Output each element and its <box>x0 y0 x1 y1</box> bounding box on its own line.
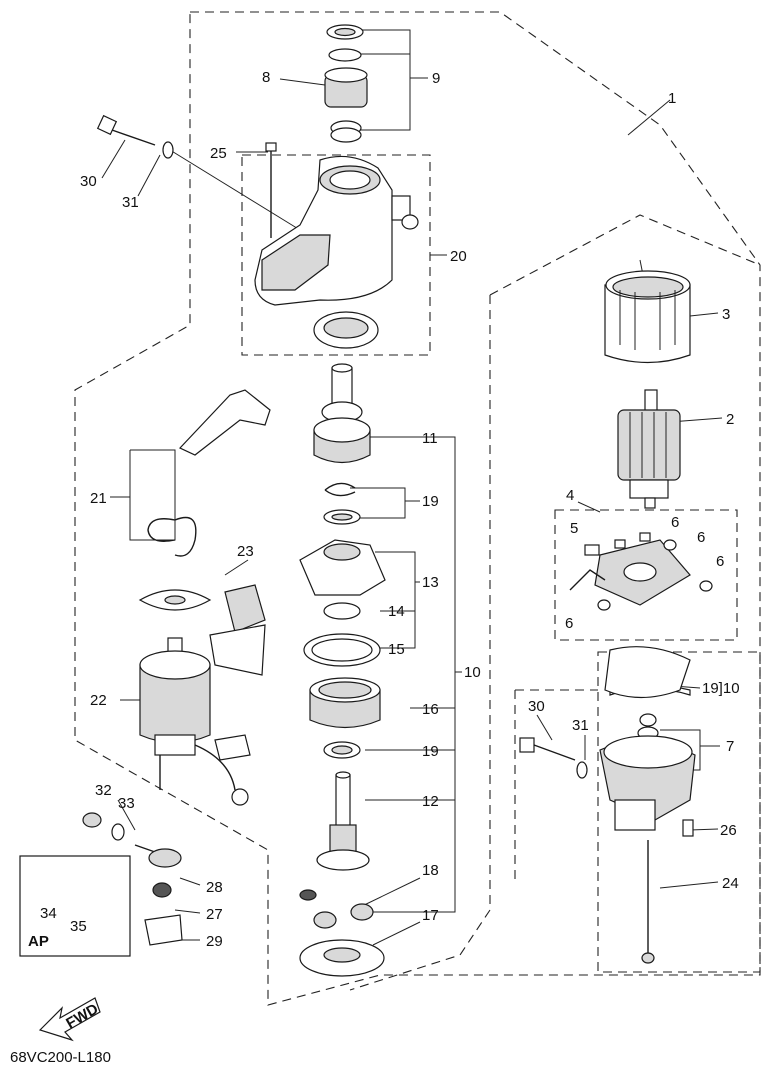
label-27: 27 <box>206 906 223 923</box>
label-4: 4 <box>566 487 574 504</box>
label-17: 17 <box>422 907 439 924</box>
ap-box <box>19 855 131 957</box>
label-34: 34 <box>40 905 57 922</box>
label-31b: 31 <box>572 717 589 734</box>
long-bolt <box>265 142 277 238</box>
label-19b: 19 <box>422 743 439 760</box>
label-25: 25 <box>210 145 227 162</box>
label-6a: 6 <box>671 514 679 531</box>
label-15: 15 <box>388 641 405 658</box>
label-11: 11 <box>422 430 438 447</box>
planetary-gears <box>299 889 374 929</box>
leader-lines <box>101 78 671 946</box>
label-29: 29 <box>206 933 223 950</box>
label-2: 2 <box>726 411 734 428</box>
label-5: 5 <box>570 520 578 537</box>
label-6b: 6 <box>697 529 705 546</box>
yoke-housing <box>604 270 691 364</box>
through-bolt-top <box>96 114 174 159</box>
label-31a: 31 <box>122 194 139 211</box>
label-16: 16 <box>422 701 439 718</box>
label-26: 26 <box>720 822 737 839</box>
label-35: 35 <box>70 918 87 935</box>
label-7: 7 <box>726 738 734 755</box>
lever-spring <box>147 389 271 557</box>
label-19a: 19 <box>422 493 439 510</box>
drive-housing <box>254 155 419 349</box>
armature <box>617 389 681 509</box>
label-14: 14 <box>388 603 405 620</box>
label-28: 28 <box>206 879 223 896</box>
label-19-10: 19]10 <box>702 680 740 697</box>
label-9: 9 <box>432 70 440 87</box>
boot-parts <box>138 584 266 676</box>
label-13: 13 <box>422 574 439 591</box>
label-6c: 6 <box>716 553 724 570</box>
label-12: 12 <box>422 793 439 810</box>
label-10: 10 <box>464 664 481 681</box>
brush-holder-assembly <box>569 532 713 611</box>
label-23: 23 <box>237 543 254 560</box>
label-6d: 6 <box>565 615 573 632</box>
label-32: 32 <box>95 782 112 799</box>
label-24: 24 <box>722 875 739 892</box>
label-1: 1 <box>668 90 676 107</box>
end-cover <box>519 646 696 964</box>
label-30b: 30 <box>528 698 545 715</box>
label-30a: 30 <box>80 173 97 190</box>
internal-gear <box>309 677 381 759</box>
label-18: 18 <box>422 862 439 879</box>
label-20: 20 <box>450 248 467 265</box>
ap-label: AP <box>28 933 49 950</box>
pinion-gear-set <box>324 24 368 143</box>
output-shaft <box>316 771 370 871</box>
clip-and-washer <box>323 482 361 525</box>
label-21: 21 <box>90 490 107 507</box>
label-22: 22 <box>90 692 107 709</box>
label-8: 8 <box>262 69 270 86</box>
solenoid <box>139 637 251 806</box>
drawing-code: 68VC200-L180 <box>10 1049 111 1066</box>
gear-holder <box>299 539 386 667</box>
label-33: 33 <box>118 795 135 812</box>
cover-plate <box>299 939 385 977</box>
terminal-parts <box>134 844 183 946</box>
label-3: 3 <box>722 306 730 323</box>
fwd-arrow-icon <box>38 997 101 1042</box>
drive-gear <box>313 363 371 464</box>
